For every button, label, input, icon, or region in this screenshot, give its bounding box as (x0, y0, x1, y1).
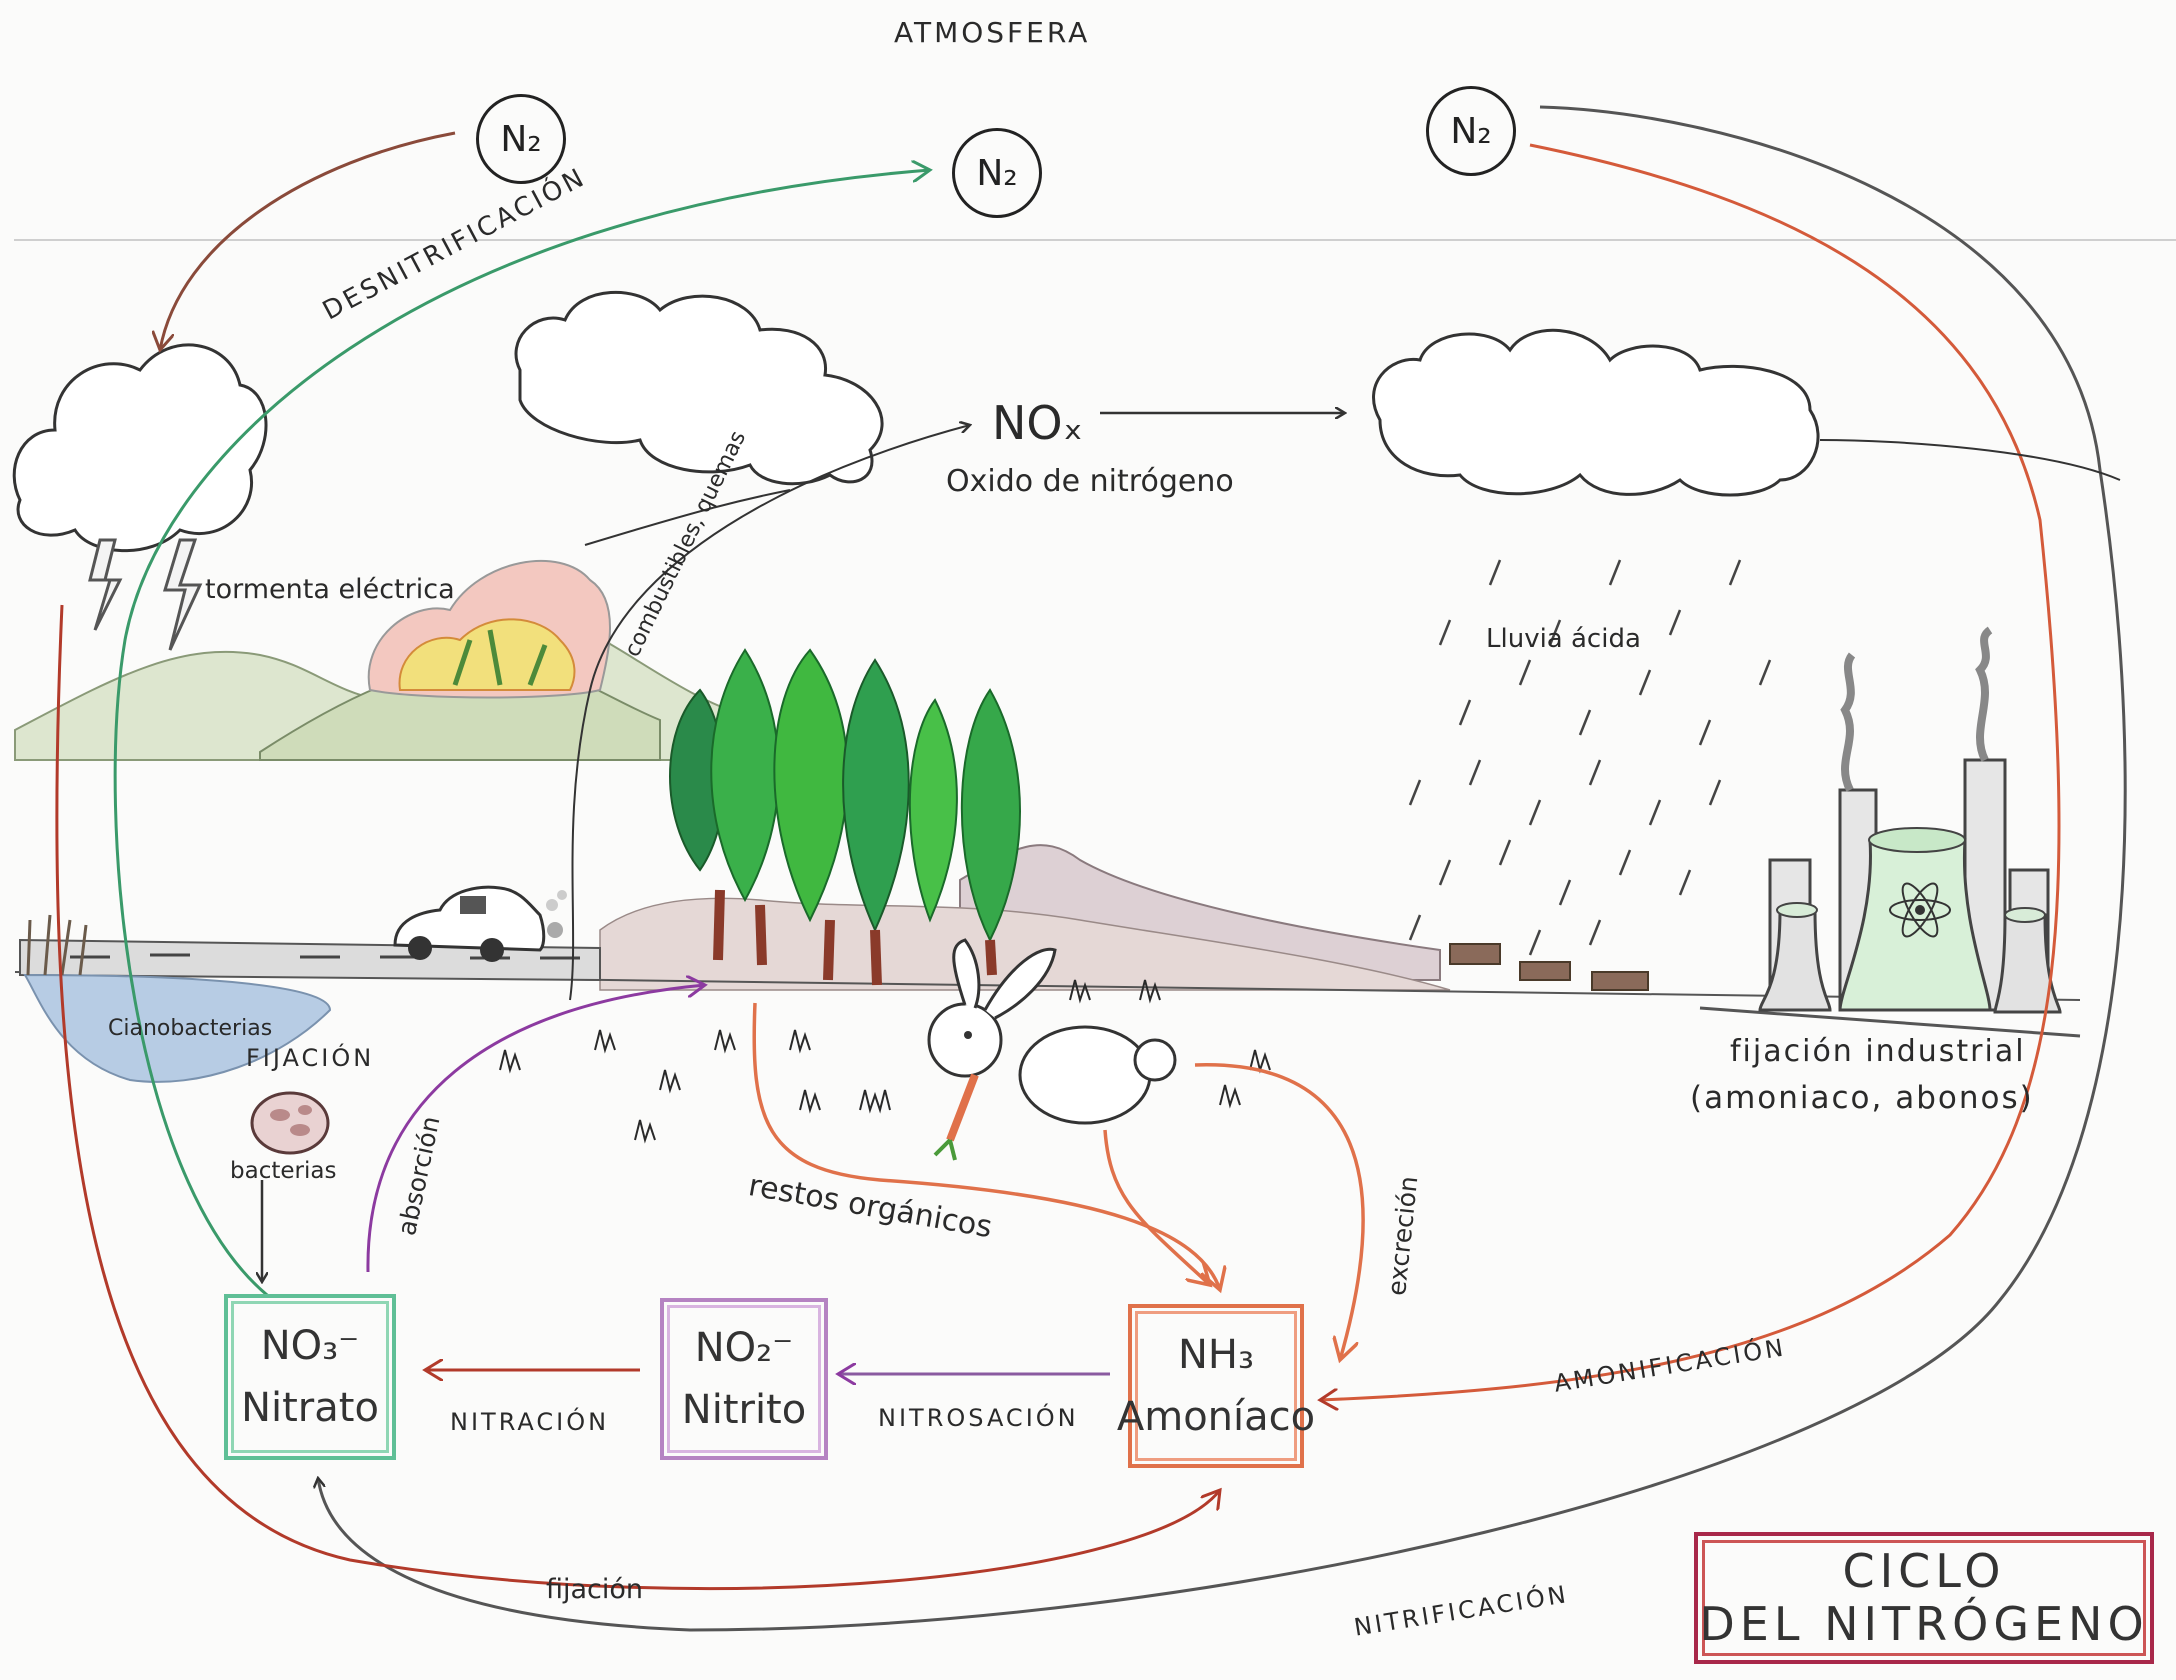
n2-circle-right: N₂ (1426, 86, 1516, 176)
forest (669, 648, 1021, 986)
arrow-fixation-to-ammonia (55, 604, 1220, 1591)
arrow-excretion (1194, 1063, 1365, 1360)
nitrite-formula: NO₂⁻ (694, 1325, 794, 1371)
rabbit (927, 938, 1177, 1161)
nitrosation-label: NITROSACIÓN (878, 1404, 1079, 1432)
title-line-1: CICLO (1842, 1544, 2006, 1599)
industrial-plant (1758, 626, 2062, 1014)
acid-rain (1408, 559, 1772, 956)
industrial-ground (1699, 1006, 2081, 1038)
nitrate-formula: NO₃⁻ (260, 1323, 360, 1369)
arrow-n2-to-storm (160, 131, 456, 350)
cloud-storm (12, 343, 268, 553)
arrow-denitrification (113, 170, 930, 1307)
n2-circle-left: N₂ (476, 94, 566, 184)
arrow-combustion-to-nox (569, 425, 970, 1001)
arrow-nitrification (318, 105, 2127, 1632)
title-line-2: DEL NITRÓGENO (1699, 1597, 2149, 1651)
n2-circle-middle: N₂ (952, 128, 1042, 218)
industrial-products-label: (amoniaco, abonos) (1690, 1080, 2034, 1116)
ammonia-name: Amoníaco (1116, 1394, 1316, 1440)
grass-tufts (499, 979, 1271, 1144)
arrow-rabbit-to-ammonia (1103, 1129, 1210, 1285)
reeds (26, 914, 88, 976)
nitrite-box: NO₂⁻ Nitrito (660, 1298, 828, 1460)
nitrate-name: Nitrato (241, 1385, 379, 1431)
acid-rain-label: Lluvia ácida (1486, 624, 1641, 654)
ammonia-formula: NH₃ (1177, 1332, 1255, 1378)
cloud-to-edge-line (1819, 439, 2121, 481)
stumps (1449, 943, 1649, 991)
arrow-industrial-fixation (1320, 143, 2061, 1400)
lake (23, 973, 332, 1083)
nox-name: Oxido de nitrógeno (946, 464, 1234, 499)
nox-formula: NOₓ (992, 396, 1084, 450)
bacteria-label: bacterias (230, 1158, 337, 1184)
arrow-organic-remains (752, 1002, 1220, 1290)
fire (367, 559, 611, 699)
title-box: CICLO DEL NITRÓGENO (1694, 1532, 2154, 1664)
bacteria-drawing (250, 1091, 330, 1155)
nitration-label: NITRACIÓN (450, 1408, 610, 1436)
cloud-middle (514, 290, 884, 486)
storm-label: tormenta eléctrica (205, 574, 455, 605)
nitrite-name: Nitrito (681, 1387, 807, 1433)
ammonia-box: NH₃ Amoníaco (1117, 1304, 1315, 1468)
atmosphere-label: ATMOSFERA (894, 16, 1091, 49)
cyanobacteria-label: Cianobacterias (108, 1016, 273, 1041)
industrial-fixation-label: fijación industrial (1730, 1034, 2026, 1069)
fire-smoke-line (584, 489, 791, 546)
lightning (88, 538, 203, 651)
fixation-lower-label: fijación (546, 1574, 644, 1605)
car (393, 885, 567, 962)
cloud-right (1372, 328, 1820, 497)
arrow-absorption (366, 985, 705, 1273)
nitrate-box: NO₃⁻ Nitrato (224, 1294, 396, 1460)
fixation-upper-label: FIJACIÓN (246, 1044, 375, 1072)
